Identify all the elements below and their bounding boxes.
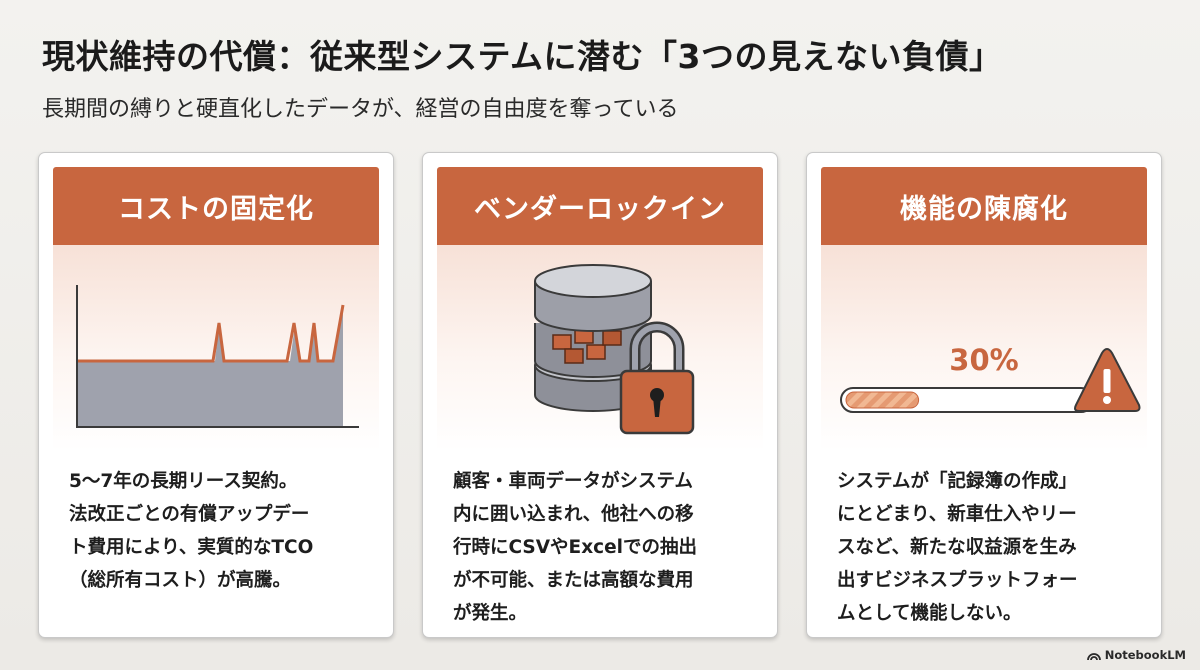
description-line: 顧客・車両データがシステム	[453, 471, 693, 492]
database-icon	[534, 264, 652, 412]
card-description: 5〜7年の長期リース契約。 法改正ごとの有償アップデー ト費用により、実質的なT…	[69, 465, 379, 597]
card-visual	[53, 245, 379, 451]
description-line: システムが「記録簿の作成」	[837, 471, 1077, 492]
card-heading: ベンダーロックイン	[437, 167, 763, 245]
description-line: スなど、新たな収益源を生み	[837, 537, 1077, 558]
notebooklm-logo-icon	[1086, 652, 1101, 660]
description-line: 出すビジネスプラットフォー	[837, 570, 1078, 591]
card-cost-fixation: コストの固定化 5〜7年の長期リース契約。 法改正ごとの有償アップデー ト費用に…	[38, 152, 394, 638]
cost-spike-chart-icon	[76, 285, 359, 428]
padlock-icon	[619, 321, 695, 435]
description-line: 5〜7年の長期リース契約。	[69, 471, 298, 492]
card-obsolescence: 機能の陳腐化 30% システムが「記録簿の作成」 にとどまり、新車仕入やリー	[806, 152, 1162, 638]
card-description: システムが「記録簿の作成」 にとどまり、新車仕入やリー スなど、新たな収益源を生…	[837, 465, 1147, 630]
brand-logo: NotebookLM	[1086, 648, 1186, 662]
page-title: 現状維持の代償：従来型システムに潜む「3つの見えない負債」	[42, 37, 1003, 76]
description-line: ト費用により、実質的なTCO	[69, 537, 314, 558]
card-description: 顧客・車両データがシステム 内に囲い込まれ、他社への移 行時にCSVやExcel…	[453, 465, 763, 630]
description-line: 行時にCSVやExcelでの抽出	[453, 537, 697, 558]
description-line: 内に囲い込まれ、他社への移	[453, 504, 694, 525]
page-subtitle: 長期間の縛りと硬直化したデータが、経営の自由度を奪っている	[42, 97, 679, 122]
description-line: が不可能、または高額な費用	[453, 570, 694, 591]
description-line: 法改正ごとの有償アップデー	[69, 504, 310, 525]
progress-percent-label: 30%	[949, 343, 1019, 377]
description-line: ムとして機能しない。	[837, 603, 1022, 624]
progress-bar-icon	[840, 387, 1094, 413]
card-heading: コストの固定化	[53, 167, 379, 245]
description-line: が発生。	[453, 603, 528, 624]
card-visual: 30%	[821, 245, 1147, 451]
card-vendor-lockin: ベンダーロックイン	[422, 152, 778, 638]
description-line: にとどまり、新車仕入やリー	[837, 504, 1077, 525]
warning-icon	[1074, 348, 1141, 412]
description-line: （総所有コスト）が高騰。	[69, 570, 292, 591]
card-heading: 機能の陳腐化	[821, 167, 1147, 245]
card-visual	[437, 245, 763, 451]
brand-name: NotebookLM	[1104, 648, 1186, 662]
